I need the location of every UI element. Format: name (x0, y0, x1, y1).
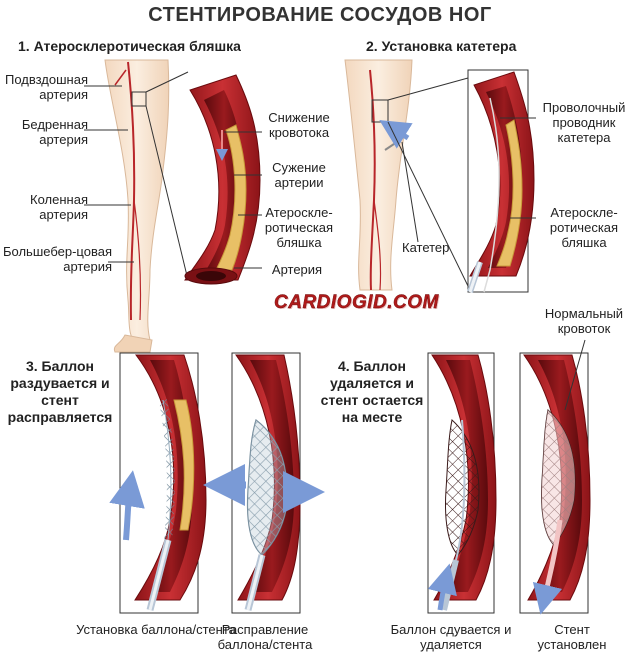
step-3-heading: 3. Баллон раздувается и стент расправляе… (7, 358, 113, 425)
label-normal-flow: Нормальный кровоток (544, 306, 624, 336)
label-popliteal-artery: Коленная артерия (30, 192, 88, 222)
label-catheter: Катетер (402, 240, 450, 255)
artery-2-illustration (467, 69, 534, 293)
page-title: СТЕНТИРОВАНИЕ СОСУДОВ НОГ (148, 4, 492, 26)
artery-4b-illustration (519, 352, 591, 615)
artery-1-illustration (184, 74, 261, 285)
label-guidewire: Проволочный проводник катетера (542, 100, 626, 145)
step-2-heading: 2. Установка катетера (366, 38, 517, 54)
label-femoral-artery: Бедренная артерия (21, 117, 88, 147)
artery-3a-illustration (109, 352, 207, 614)
label-artery: Артерия (271, 262, 323, 277)
label-plaque-1: Атероскле-ротическая бляшка (264, 205, 334, 250)
leader-lines-1b (224, 131, 262, 269)
leader-lines-1 (84, 71, 189, 281)
leader-lines-2b (500, 117, 536, 219)
brand-watermark: CARDIOGID.COM (274, 292, 439, 313)
caption-stent-placement: Установка баллона/стента (76, 622, 236, 637)
caption-balloon-removed: Баллон сдувается и удаляется (390, 622, 512, 652)
artery-3b-illustration (203, 352, 325, 614)
label-iliac-artery: Подвздошная артерия (4, 72, 88, 102)
step-4-heading: 4. Баллон удаляется и стент остается на … (320, 358, 424, 425)
label-plaque-2: Атероскле-ротическая бляшка (549, 205, 619, 250)
caption-stent-expansion: Расправление баллона/стента (217, 622, 313, 652)
step-1-heading: 1. Атеросклеротическая бляшка (18, 38, 241, 54)
leader-line-flow (564, 339, 586, 411)
label-reduced-flow: Снижение кровотока (268, 110, 330, 140)
label-tibial-artery: Большебер-цовая артерия (3, 244, 112, 274)
label-narrowing: Сужение артерии (272, 160, 326, 190)
leg-1-illustration (104, 59, 170, 353)
leg-2-illustration (344, 59, 413, 291)
artery-4a-illustration (427, 352, 497, 614)
caption-stent-placed: Стент установлен (537, 622, 607, 652)
leader-lines-2 (387, 77, 469, 287)
